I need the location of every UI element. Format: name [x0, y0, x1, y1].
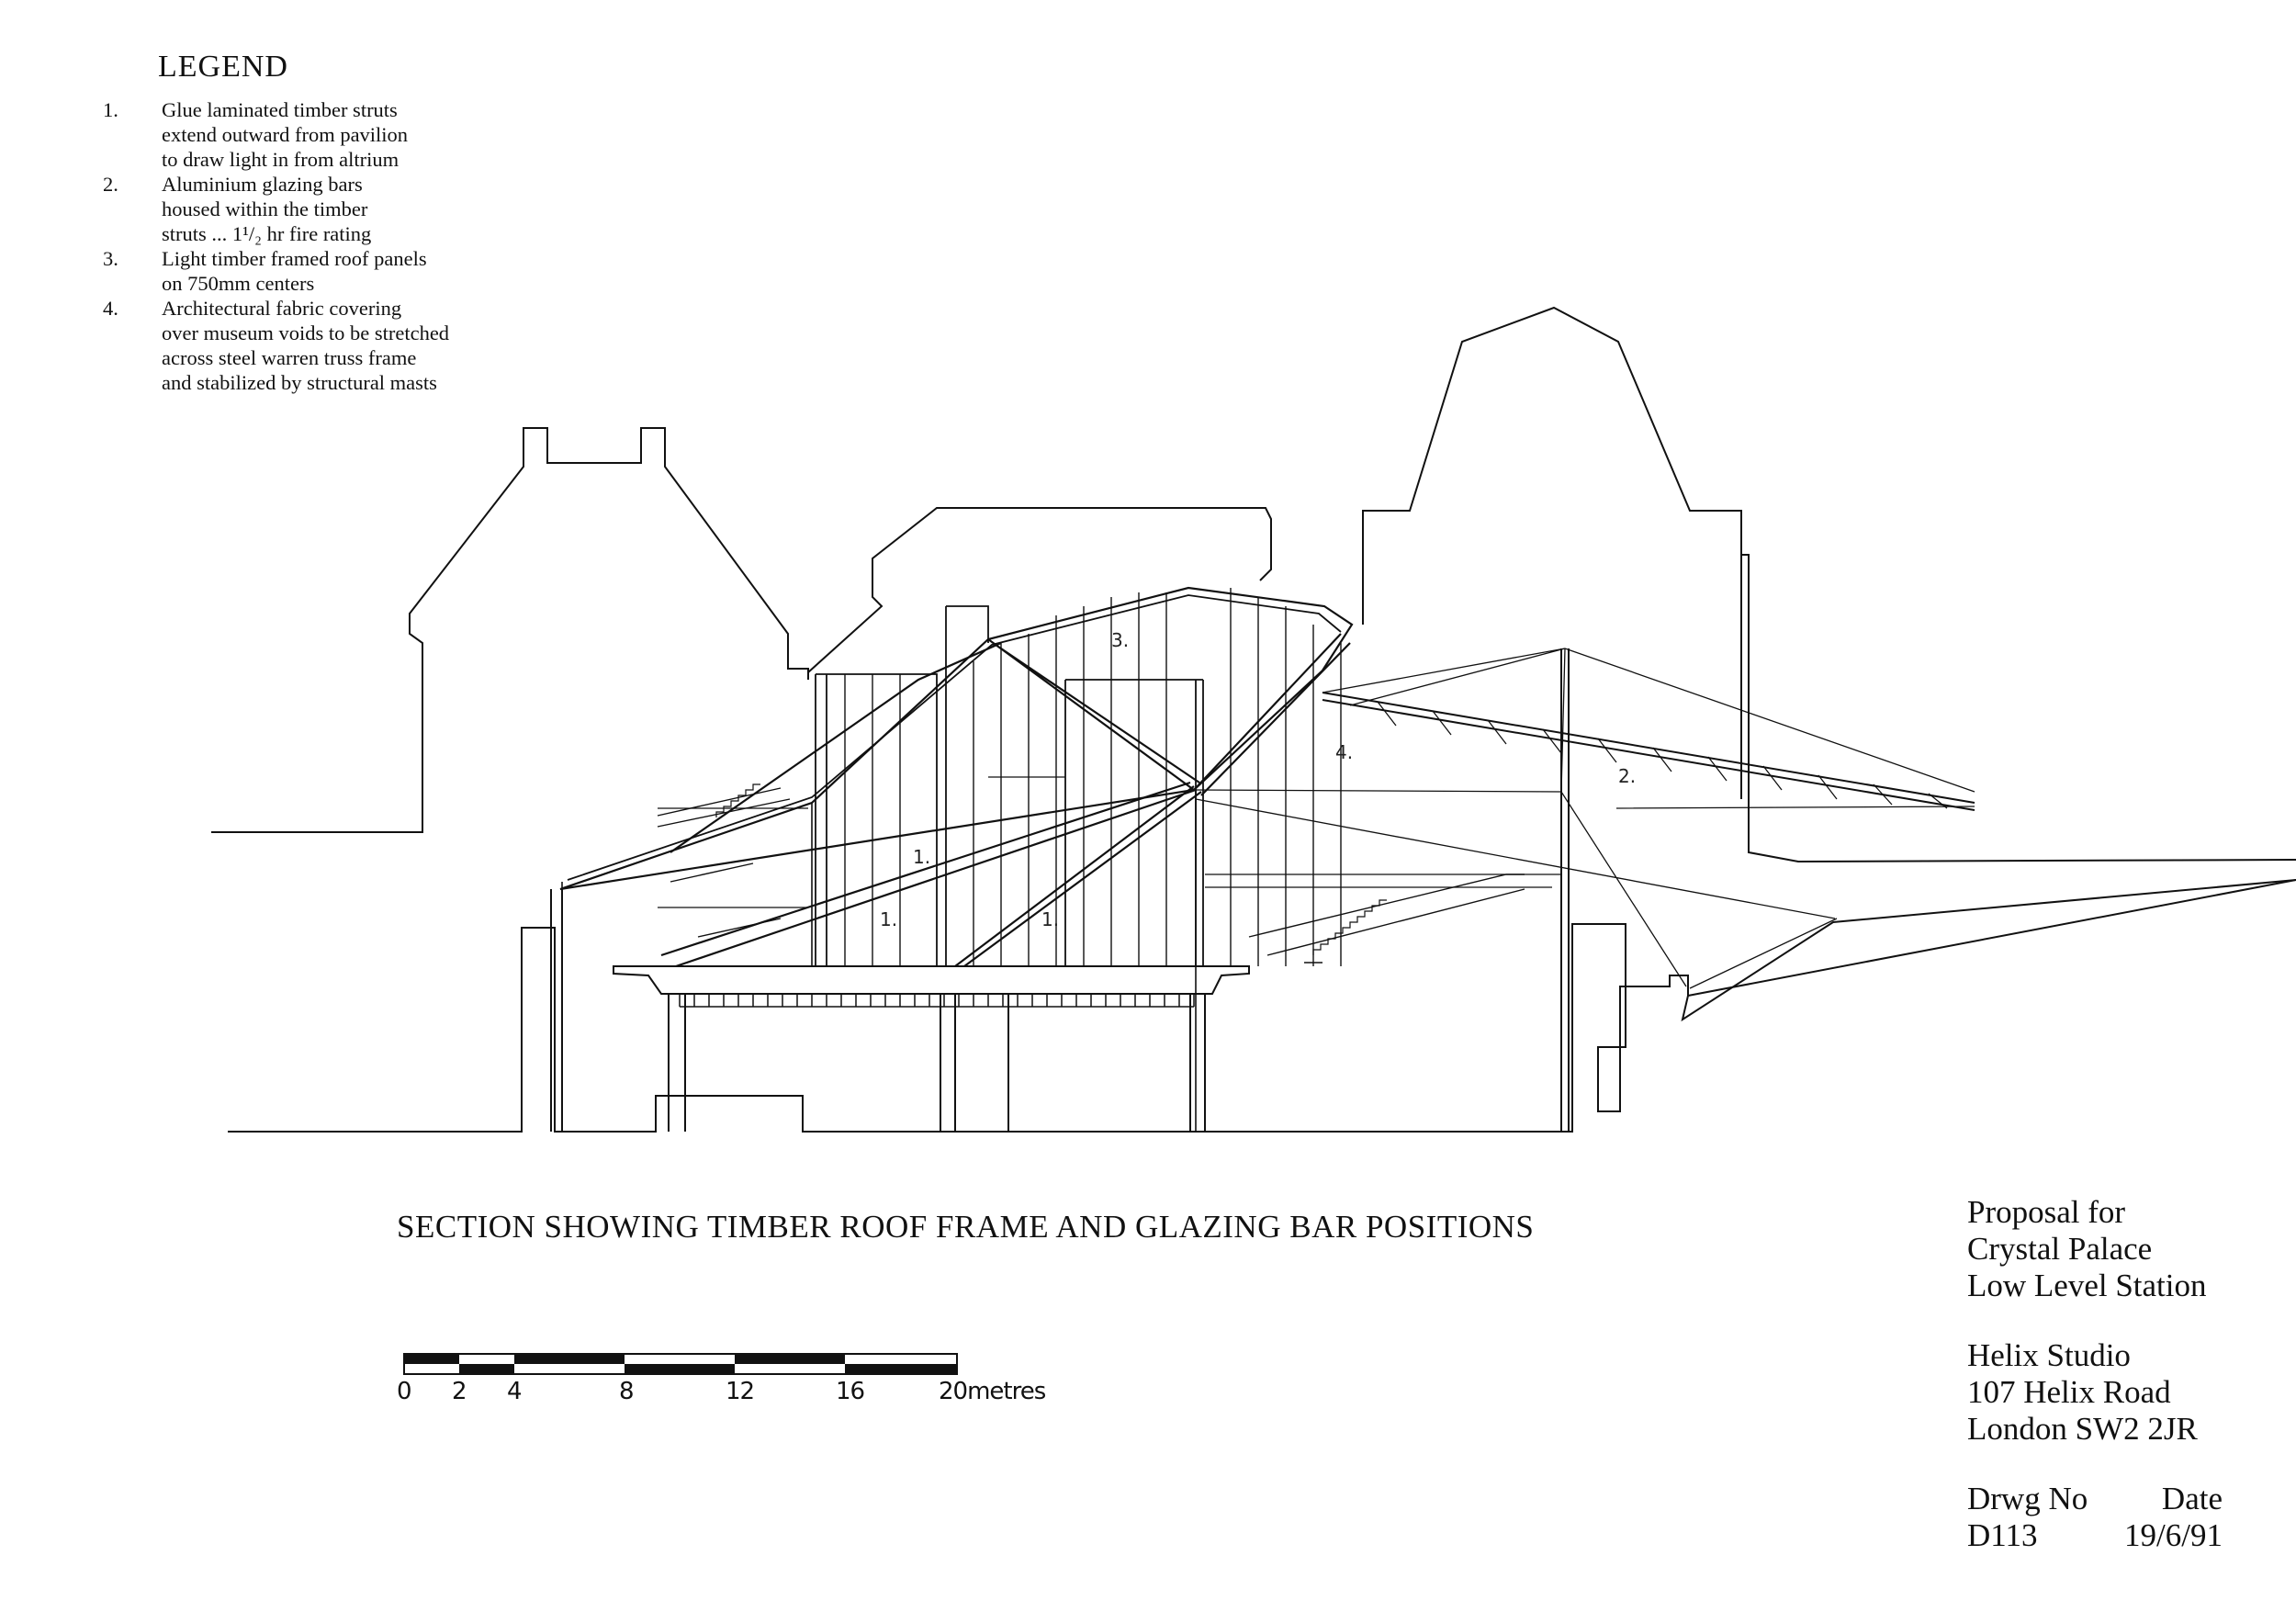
structural-mast	[1560, 648, 1570, 1132]
scale-tick-16: 16	[836, 1378, 865, 1405]
drawing-info-labels: Drwg No Date	[1967, 1481, 2223, 1517]
legend-title: LEGEND	[158, 50, 288, 84]
tag-strut-1a: 1.	[913, 846, 930, 868]
slope-line	[1687, 879, 2296, 997]
roof-frame-inner	[567, 594, 1342, 881]
legend-item-1: 1. Glue laminated timber struts extend o…	[103, 97, 535, 172]
middle-building-outline	[807, 507, 1272, 673]
drawing-number: D113	[1967, 1517, 2038, 1553]
date-label: Date	[2161, 1481, 2223, 1516]
scale-tick-8: 8	[619, 1378, 635, 1405]
legend-number: 1.	[103, 98, 118, 121]
truss-webs	[1377, 701, 1948, 809]
legend-number: 3.	[103, 247, 118, 270]
legend-text: Aluminium glazing bars	[162, 173, 363, 196]
scale-tick-2: 2	[452, 1378, 467, 1405]
legend-list: 1. Glue laminated timber struts extend o…	[103, 97, 535, 395]
legend-item-3: 3. Light timber framed roof panels on 75…	[103, 246, 535, 296]
legend-text: and stabilized by structural masts	[162, 371, 437, 394]
tag-glazing-bar-2: 2.	[1618, 765, 1636, 787]
struts-to-ground	[561, 790, 1197, 1132]
fabric-truss	[1322, 692, 1975, 811]
drawing-number-label: Drwg No	[1967, 1481, 2088, 1516]
drawing-date: 19/6/91	[2124, 1517, 2223, 1553]
columns	[668, 994, 1206, 1132]
proposal-line: Crystal Palace	[1967, 1231, 2153, 1267]
legend-text: over museum voids to be stretched	[162, 321, 450, 344]
drawing-info-values: D113 19/6/91	[1967, 1517, 2223, 1554]
legend-text: to draw light in from altrium	[162, 148, 400, 171]
tag-strut-1b: 1.	[880, 908, 897, 930]
left-pier	[550, 889, 563, 1132]
mast-cables	[1322, 648, 1975, 793]
ground-line	[228, 879, 2296, 1133]
legend-text: across steel warren truss frame	[162, 346, 417, 369]
proposal-line: Low Level Station	[1967, 1268, 2207, 1303]
legend-text: housed within the timber	[162, 197, 368, 220]
tag-fabric-4: 4.	[1335, 741, 1353, 763]
mezzanine-lines	[658, 776, 1561, 908]
staircase-left	[657, 787, 1525, 964]
glazing-bars	[844, 588, 1342, 966]
floor-slab	[613, 965, 1250, 995]
drawing-caption: SECTION SHOWING TIMBER ROOF FRAME AND GL…	[397, 1209, 1535, 1245]
timber-struts	[660, 633, 1351, 968]
scale-bar	[403, 1353, 958, 1375]
pavilion-frame	[815, 605, 1204, 966]
legend-text: Light timber framed roof panels	[162, 247, 427, 270]
scale-tick-12: 12	[726, 1378, 755, 1405]
tag-strut-1c: 1.	[1041, 908, 1059, 930]
studio-line: London SW2 2JR	[1967, 1411, 2198, 1447]
stairs-steps	[715, 783, 1387, 955]
roof-frame-outer	[559, 586, 1354, 891]
legend-item-2: 2. Aluminium glazing bars housed within …	[103, 172, 535, 246]
legend-text: extend outward from pavilion	[162, 123, 409, 146]
legend-number: 4.	[103, 297, 118, 320]
studio-line: Helix Studio	[1967, 1337, 2131, 1373]
scale-tick-20: 20metres	[939, 1378, 1046, 1405]
right-tower-inner-line	[1362, 555, 1742, 799]
legend-item-4: 4. Architectural fabric covering over mu…	[103, 296, 535, 395]
legend-text: Architectural fabric covering	[162, 297, 402, 320]
tag-roof-panels-3: 3.	[1111, 629, 1129, 651]
title-block: Proposal for Crystal Palace Low Level St…	[1967, 1194, 2223, 1554]
scale-tick-4: 4	[507, 1378, 523, 1405]
legend-text: Glue laminated timber struts	[162, 98, 398, 121]
slab-teeth	[679, 994, 1195, 1008]
legend-text: struts ... 1¹/₂ hr fire rating	[162, 222, 372, 245]
legend-number: 2.	[103, 173, 118, 196]
studio-line: 107 Helix Road	[1967, 1374, 2171, 1410]
proposal-line: Proposal for	[1967, 1194, 2126, 1230]
legend-text: on 750mm centers	[162, 272, 315, 295]
fabric-drop	[1195, 789, 1975, 989]
scale-tick-0: 0	[397, 1378, 412, 1405]
left-house-outline	[211, 427, 809, 833]
right-tower-outline	[1362, 306, 2296, 863]
